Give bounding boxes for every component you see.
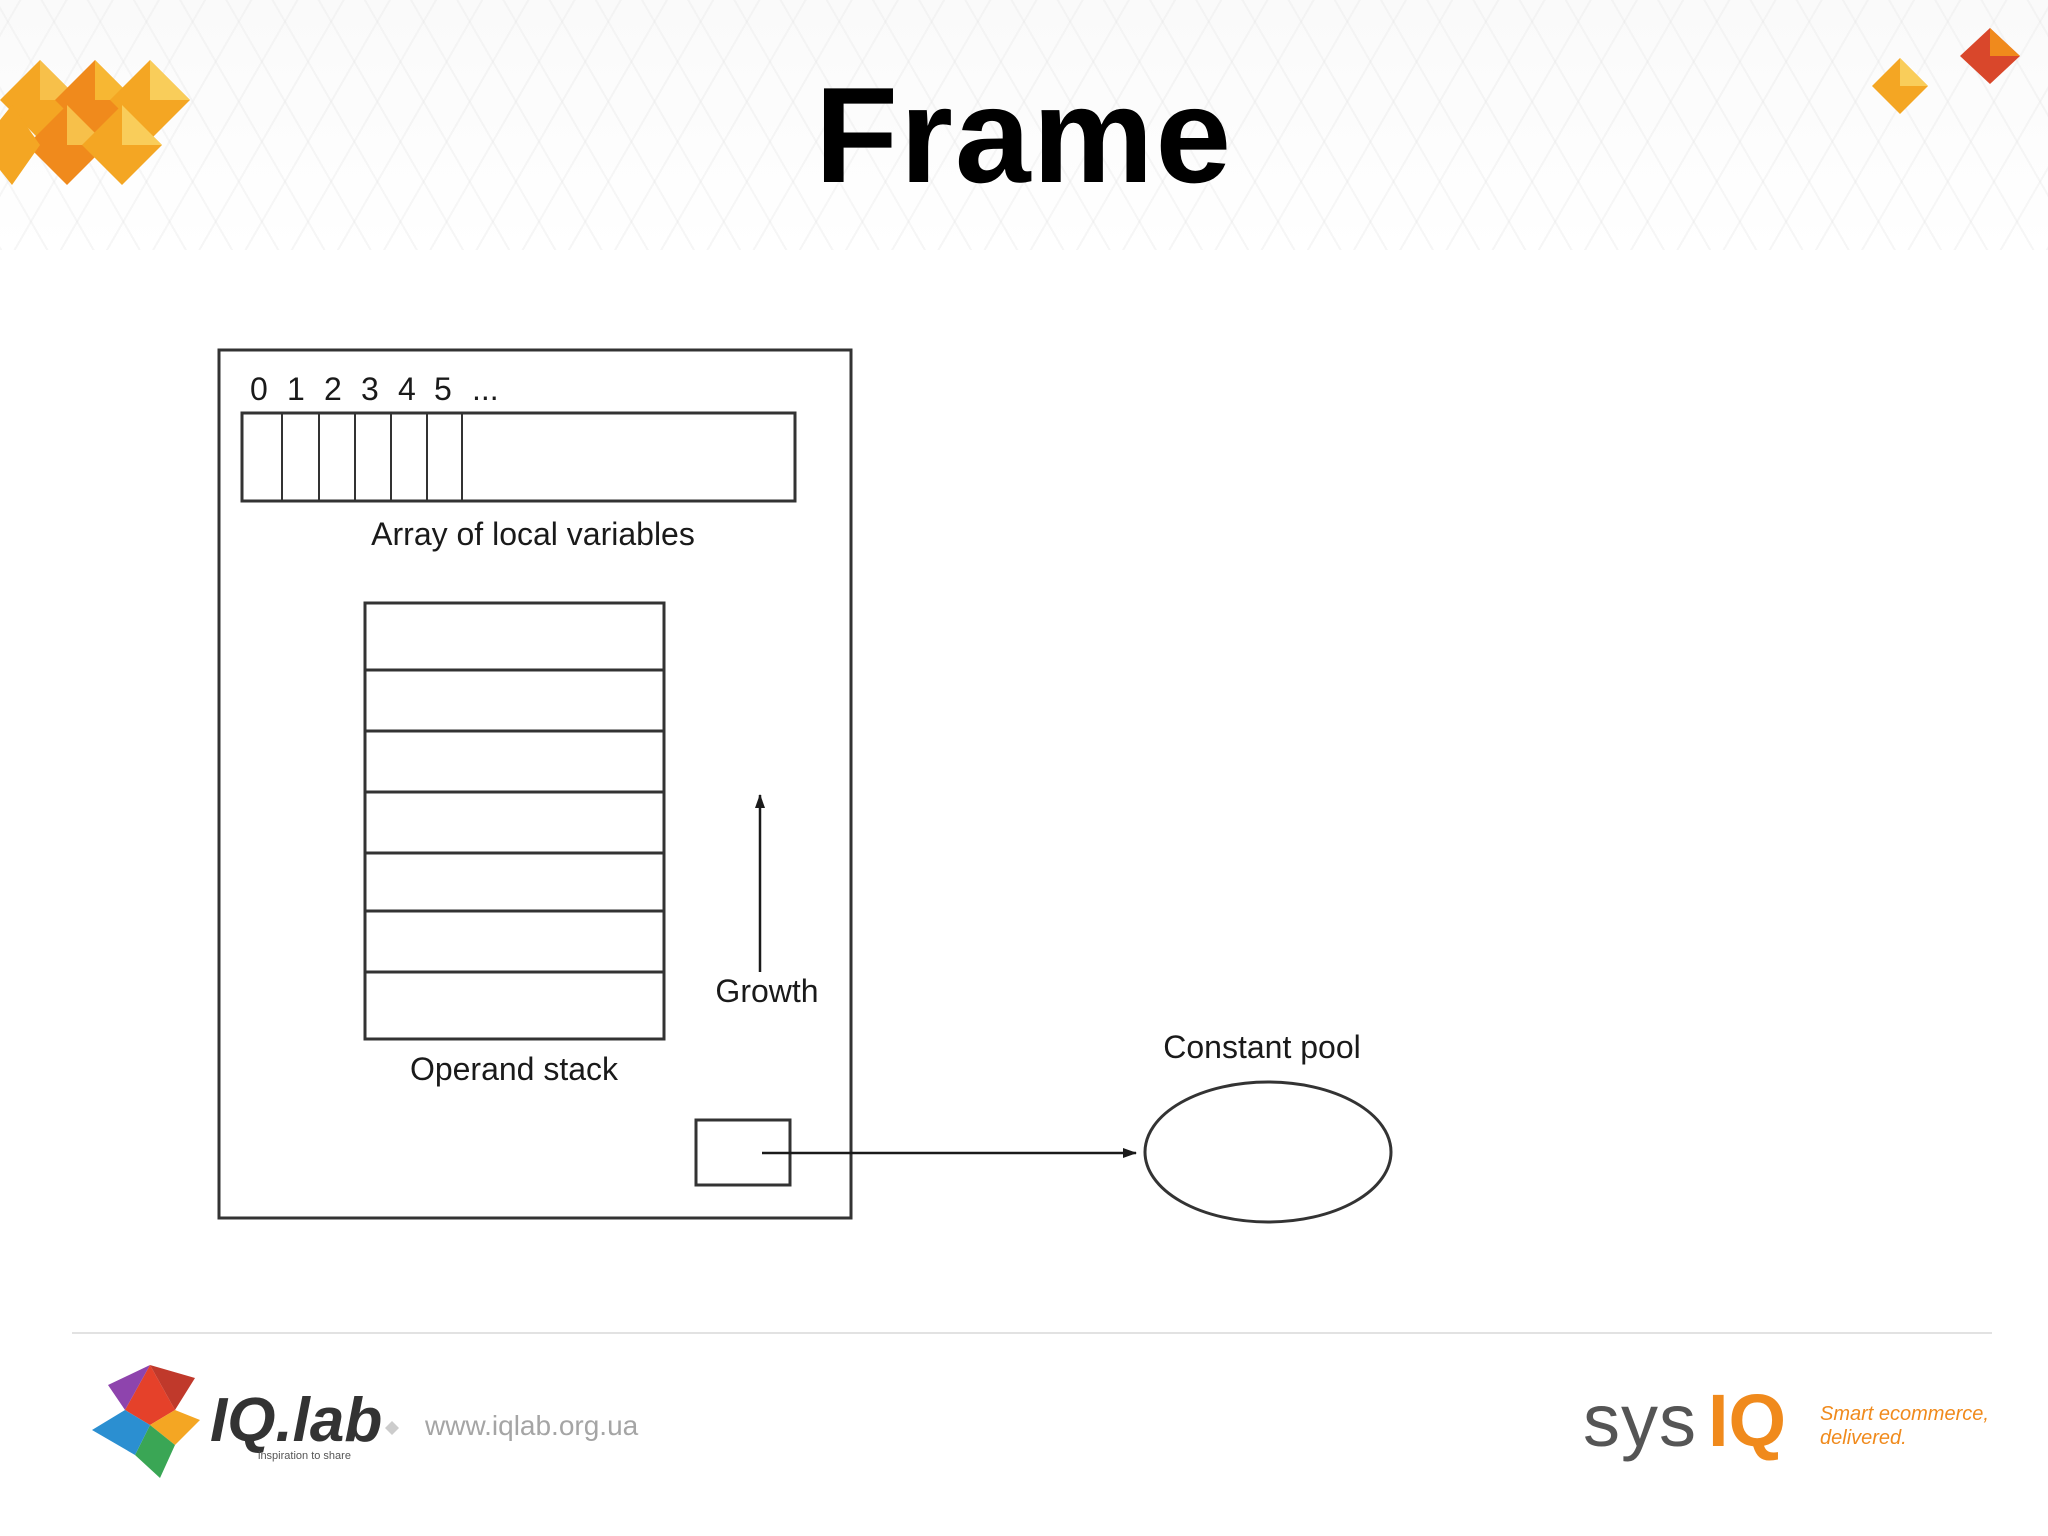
iqlab-tagline: inspiration to share [258, 1450, 351, 1462]
index-label-3: 3 [361, 371, 379, 407]
index-label-0: 0 [250, 371, 268, 407]
constant-pool [1143, 1080, 1393, 1224]
frame-box [217, 348, 853, 1220]
index-label-5: 5 [434, 371, 452, 407]
top-right-diamonds [1872, 28, 2020, 114]
header-decoration [0, 28, 2020, 185]
sysiq-tagline: Smart ecommerce, delivered. [1820, 1402, 2020, 1450]
sysiq-sys: sys [1583, 1379, 1697, 1462]
locals-caption: Array of local variables [371, 516, 695, 552]
growth-label: Growth [715, 973, 818, 1009]
footer-separator-icon [385, 1421, 399, 1435]
sysiq-tagline-line-1: Smart ecommerce, [1820, 1403, 1989, 1425]
index-label-1: 1 [287, 371, 305, 407]
index-label-ellipsis: ... [472, 371, 499, 407]
iqlab-logo-icon [92, 1365, 200, 1478]
operand-stack [363, 601, 666, 1041]
stack-caption: Operand stack [410, 1051, 619, 1087]
slide-title: Frame [814, 59, 1234, 211]
iqlab-name: IQ.lab [210, 1386, 383, 1455]
sysiq-tagline-line-2: delivered. [1820, 1427, 1907, 1449]
header-background [0, 0, 2048, 250]
constant-pool-label: Constant pool [1163, 1029, 1360, 1065]
index-label-4: 4 [398, 371, 416, 407]
local-variables-array [240, 411, 797, 503]
top-left-diamonds [0, 60, 190, 185]
index-label-2: 2 [324, 371, 342, 407]
footer-url-link[interactable]: www.iqlab.org.ua [425, 1410, 639, 1441]
sysiq-iq: IQ [1708, 1379, 1787, 1462]
